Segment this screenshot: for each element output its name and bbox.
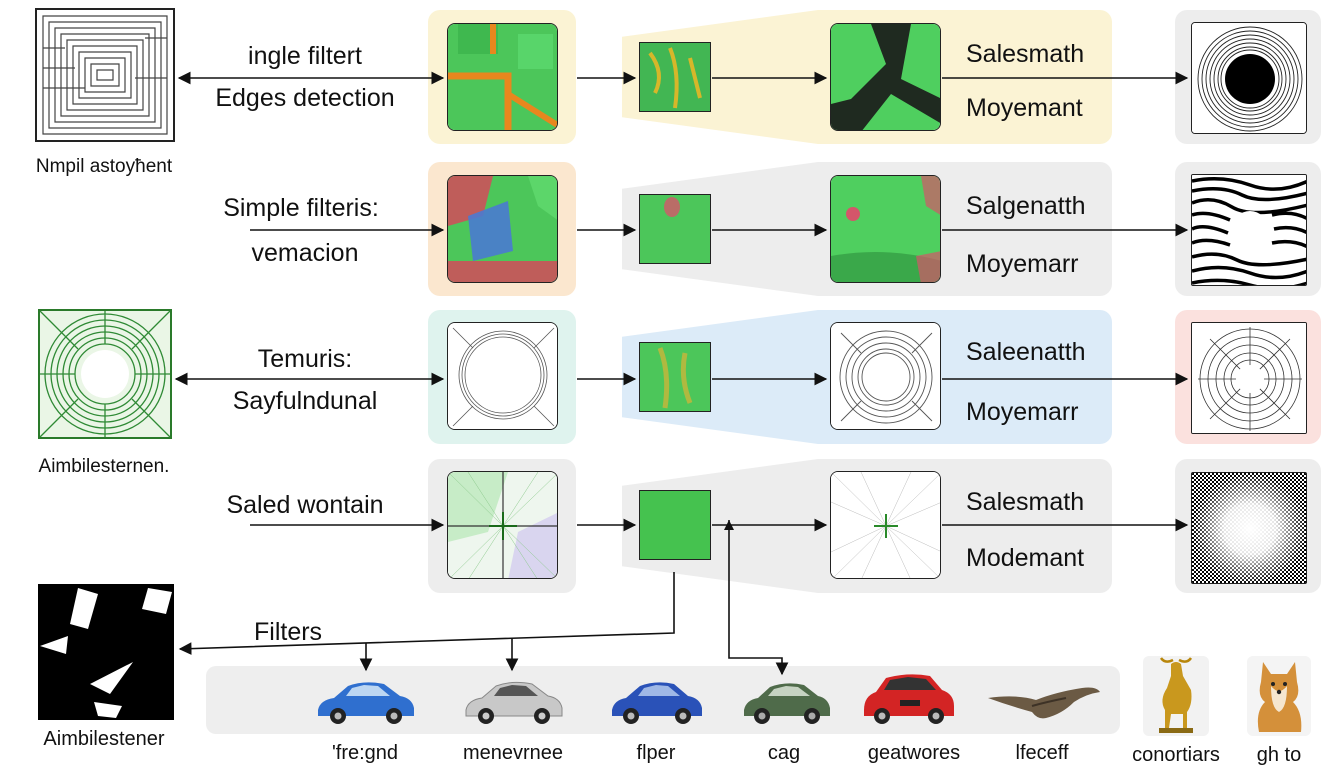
row4-left-label-1: Saled wontain	[226, 491, 384, 519]
gazelle-statue-icon	[1159, 657, 1193, 733]
row4-output-image	[1191, 472, 1307, 584]
side-caption-2: gh to	[1256, 744, 1302, 766]
strip-item-2	[460, 676, 566, 728]
bottom-source-caption: Aimbilestener	[43, 728, 165, 750]
strip-caption-5: geatwores	[867, 742, 961, 764]
row1-left-label-2: Edges detection	[215, 84, 395, 112]
row4-feature-map-large	[830, 471, 941, 579]
filters-label: Filters	[254, 618, 323, 646]
row1-output-image	[1191, 22, 1307, 134]
row1-source-caption: Nmpil astoyħent	[35, 156, 173, 177]
strip-caption-1: 'fre:gnd	[331, 742, 399, 764]
row1-feature-map-large	[830, 23, 941, 131]
bottom-source-image	[38, 584, 174, 720]
green-car-icon	[744, 683, 830, 724]
row3-left-label-1: Temuris:	[257, 345, 353, 373]
row2-right-label-2: Moyemarr	[966, 250, 1079, 278]
strip-caption-6: lfeceff	[1015, 742, 1069, 764]
row3-feature-map-large	[830, 322, 941, 430]
side-item-1	[1143, 656, 1209, 736]
row2-left-label-2: vemacion	[251, 239, 359, 267]
side-item-2	[1247, 656, 1311, 736]
row1-right-label-1: Salesmath	[966, 40, 1085, 68]
row3-input-image	[447, 322, 558, 430]
strip-item-1	[312, 676, 418, 728]
strip-item-6	[986, 684, 1102, 724]
strip-item-4	[738, 678, 834, 728]
strip-caption-2: menevrnee	[462, 742, 564, 764]
row4-right-label-1: Salesmath	[966, 488, 1085, 516]
row1-source-image	[35, 8, 175, 142]
bird-icon	[988, 687, 1100, 719]
row3-source-image	[38, 309, 172, 439]
strip-caption-3: flper	[636, 742, 676, 764]
row4-feature-map-small	[639, 490, 711, 560]
silver-car-icon	[465, 681, 563, 724]
row3-right-label-2: Moyemarr	[966, 398, 1079, 426]
row2-left-label-1: Simple filteris:	[223, 194, 379, 222]
side-caption-1: conortiars	[1132, 744, 1220, 766]
row3-left-label-2: Sayfulndunal	[232, 387, 378, 415]
row2-feature-map-large	[830, 175, 941, 283]
row2-feature-map-small	[639, 194, 711, 264]
strip-caption-4: cag	[767, 742, 801, 764]
strip-item-3	[606, 676, 706, 728]
blue-car-icon	[612, 682, 702, 724]
row3-output-image	[1191, 322, 1307, 434]
row1-feature-map-small	[639, 42, 711, 112]
row1-left-label-1: ingle filtert	[248, 42, 362, 70]
blue-car-icon	[318, 682, 414, 724]
row3-source-caption: Aimbilesternen.	[38, 456, 170, 477]
strip-item-5	[860, 672, 958, 728]
row2-right-label-1: Salgenatth	[966, 192, 1086, 220]
row4-right-label-2: Modemant	[966, 544, 1085, 572]
filters-arrow	[178, 572, 675, 656]
row3-right-label-1: Saleenatth	[966, 338, 1086, 366]
row1-right-label-2: Moyemant	[966, 94, 1083, 122]
dog-icon	[1257, 662, 1302, 732]
strip-branch-arrow-3	[728, 520, 789, 676]
red-car-icon	[864, 674, 954, 724]
row2-input-image	[447, 175, 558, 283]
row1-input-image	[447, 23, 558, 131]
row3-feature-map-small	[639, 342, 711, 412]
row4-input-image	[447, 471, 558, 579]
row2-output-image	[1191, 174, 1307, 286]
